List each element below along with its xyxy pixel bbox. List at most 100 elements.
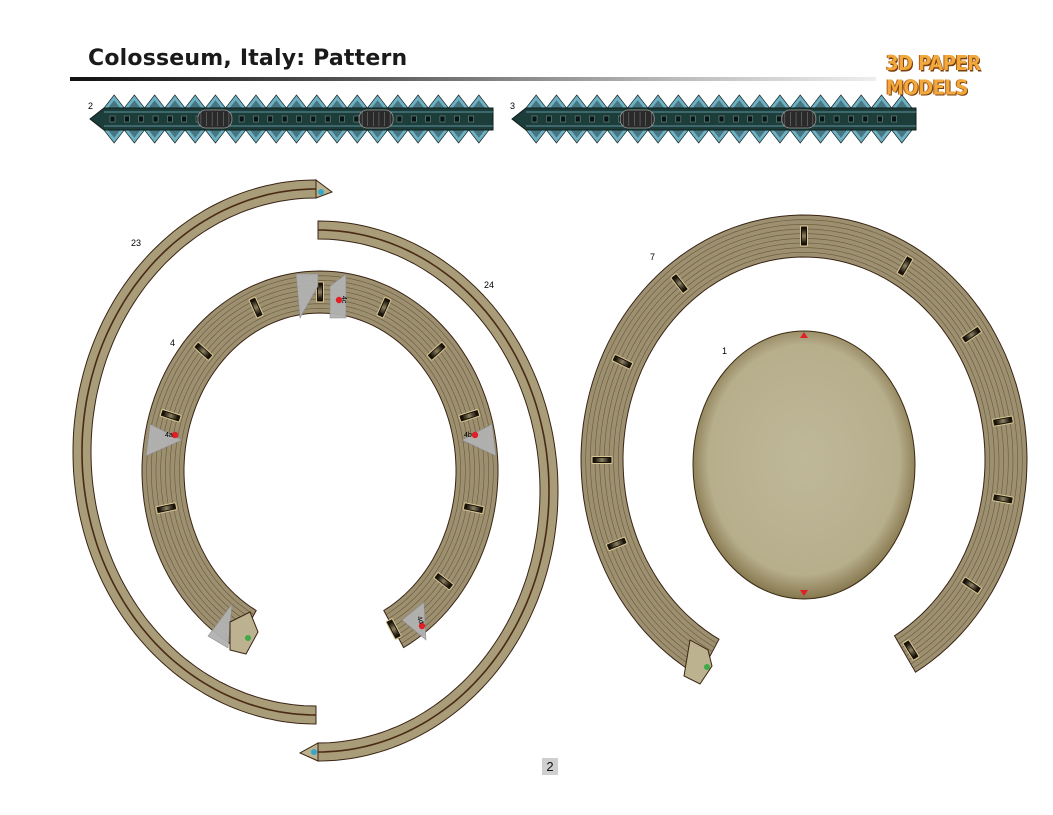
- strip-2-tooth-shade: [108, 100, 121, 108]
- ring-7-window-glint: [905, 643, 917, 657]
- piece-label: 2: [88, 101, 93, 111]
- strip-2-window: [339, 115, 345, 123]
- strip-3-window: [603, 115, 610, 123]
- strip-2-body: [89, 107, 494, 131]
- strip-2-tooth-shade: [249, 100, 263, 108]
- strip-2-tooth-shade: [209, 130, 222, 138]
- ring-4-marker-red: [171, 431, 179, 439]
- strip-3-tooth-shade: [794, 130, 807, 138]
- ring-7-window-glint: [609, 539, 624, 549]
- strip-3-tooth-shade: [712, 100, 726, 108]
- ring-7-window-glint: [615, 356, 630, 367]
- ring-4-stripe: [151, 279, 489, 640]
- piece-label: 23: [131, 238, 141, 248]
- ring-23-marker: [318, 189, 324, 195]
- piece-label: 4: [170, 338, 175, 348]
- ring-4-window-glint: [163, 411, 178, 420]
- strip-2-window: [353, 115, 360, 123]
- strip-3-window: [848, 115, 854, 123]
- strip-2-tooth-shade: [128, 130, 141, 138]
- strip-2-window: [152, 115, 159, 123]
- ring-7-window-glint: [964, 579, 979, 591]
- ring-piece-4: 4: [141, 270, 499, 655]
- strip-2-tooth-shade: [290, 130, 303, 138]
- strip-2-tooth-shade: [330, 100, 344, 108]
- strip-2-tooth-shade: [310, 130, 323, 138]
- strip-3-tooth-shade: [692, 100, 705, 108]
- ring-4-marker-green: [245, 635, 251, 641]
- strip-3-tooth-shade: [712, 130, 726, 138]
- ring-7-window-glint: [899, 258, 911, 274]
- tab-label-4d: 4d: [415, 615, 424, 625]
- strip-3-window: [675, 115, 682, 123]
- ring-7-stripe: [613, 247, 995, 648]
- strip-3-tooth-shade: [530, 100, 543, 108]
- strip-2-tooth-shade: [229, 130, 242, 138]
- strip-2-window: [124, 115, 130, 123]
- ring-23-tab: [315, 179, 334, 199]
- ring-4-window-glint: [388, 621, 399, 637]
- piece-label: 1: [722, 346, 727, 356]
- piece-label: 24: [484, 280, 494, 290]
- strip-3-tooth-shade: [550, 100, 563, 108]
- strip-3-tooth-shade: [672, 100, 685, 108]
- strip-2-tooth-shade: [270, 130, 283, 138]
- strip-2-window: [454, 115, 460, 123]
- strip-3-body: [511, 107, 917, 131]
- strip-3-window: [546, 115, 552, 123]
- ring-4-window-glint: [466, 504, 481, 512]
- strip-2-window: [439, 115, 446, 123]
- strip-3-gate: [781, 109, 817, 129]
- ring-4-marker-red: [335, 296, 343, 304]
- strip-2-tooth-shade: [148, 100, 161, 108]
- piece-label: 3: [510, 101, 515, 111]
- strip-2-tooth-shade: [189, 130, 202, 138]
- strip-3-tooth-shade: [550, 130, 563, 138]
- strip-3-tooth-shade: [733, 130, 746, 138]
- ring-4-window-glint: [430, 345, 444, 358]
- ring-24-center-line: [317, 229, 550, 753]
- strip-2-tooth-shade: [412, 130, 425, 138]
- tab-label-4a: 4a: [165, 432, 173, 439]
- strip-3-tooth-shade: [570, 130, 583, 138]
- strip-2-tooth-shade: [371, 130, 384, 138]
- ring-7-window-glint: [802, 229, 806, 243]
- strip-3-window: [761, 115, 768, 123]
- tab-label-4c: 4c: [340, 296, 347, 304]
- strip-3-tooth-shade: [875, 100, 888, 108]
- ring-piece-24: 24: [298, 220, 559, 762]
- strip-3-window: [876, 115, 883, 123]
- ring-7-band: [580, 214, 1028, 678]
- strip-3-window: [560, 115, 567, 123]
- strip-2-tooth-shade: [249, 130, 263, 138]
- strip-2-window: [167, 115, 173, 123]
- ring-4-end-tab: [229, 611, 259, 655]
- ring-7-window-glint: [595, 458, 609, 462]
- strip-2-tooth-shade: [270, 100, 283, 108]
- strip-3-tooth-shade: [753, 130, 766, 138]
- ring-4-window-glint: [159, 504, 174, 512]
- piece-label: 7: [650, 252, 655, 262]
- strip-2-window: [267, 115, 274, 123]
- ring-4-window-glint: [196, 345, 210, 358]
- strip-3-gate: [619, 109, 655, 129]
- strip-2-tooth-shade: [472, 100, 485, 108]
- strip-3-tooth-shade: [753, 100, 766, 108]
- strip-3-tooth-shade: [794, 100, 807, 108]
- ring-4-window-glint: [318, 285, 322, 299]
- strip-2-window: [411, 115, 417, 123]
- strip-2-window: [296, 115, 302, 123]
- strip-2-tooth-shade: [432, 100, 445, 108]
- strip-2-window: [396, 115, 403, 123]
- strip-3-window: [661, 115, 667, 123]
- strip-3-tooth-shade: [773, 130, 787, 138]
- ring-7-window-glint: [995, 495, 1011, 503]
- page-title: Colosseum, Italy: Pattern: [88, 46, 408, 71]
- strip-3-tooth-shade: [530, 130, 543, 138]
- strip-2-tooth-shade: [472, 130, 485, 138]
- strip-3-tooth-shade: [895, 100, 908, 108]
- strip-3-tooth-shade: [672, 130, 685, 138]
- strip-2-tooth-shade: [189, 100, 202, 108]
- ring-piece-7: 7: [580, 214, 1028, 685]
- strip-3-window: [747, 115, 754, 123]
